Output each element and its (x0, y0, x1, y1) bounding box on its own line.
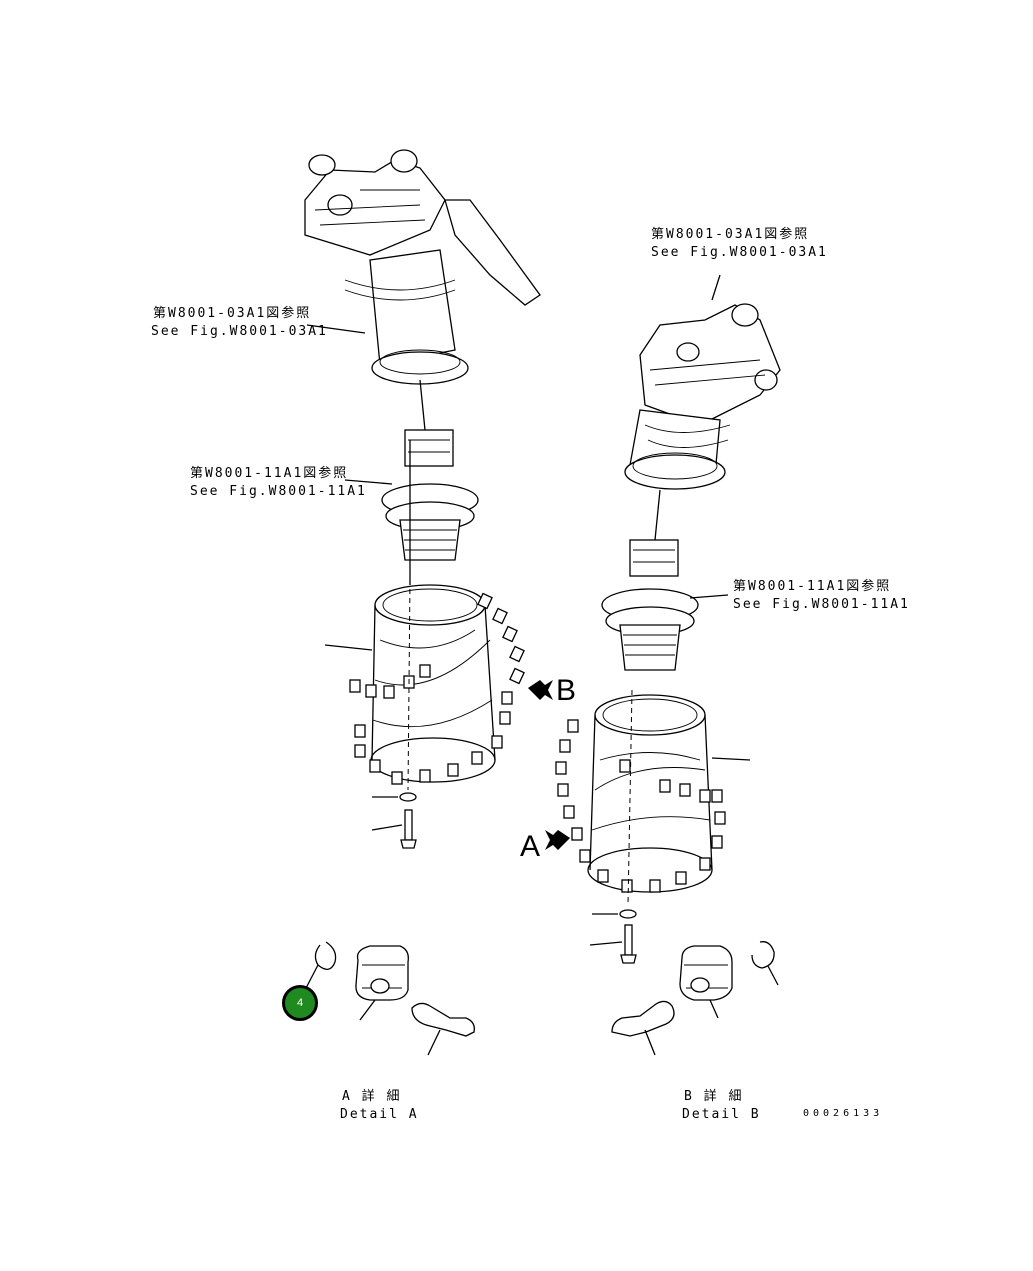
view-label-b: B (556, 674, 577, 707)
left-upper-ref-jp: 第W8001-03A1図参照 (153, 306, 312, 321)
left-motor-ref-en: See Fig.W8001-11A1 (190, 484, 367, 499)
right-upper-bracket (624, 303, 781, 490)
right-motor-ref-en: See Fig.W8001-11A1 (733, 597, 910, 612)
detail-a-title-en: Detail A (340, 1107, 419, 1122)
right-auger-teeth (555, 719, 726, 893)
left-upper-leader (306, 324, 366, 334)
detail-a-title-jp: A 詳 細 (342, 1089, 402, 1104)
view-arrow-b (528, 680, 553, 700)
right-auger-bucket (587, 694, 713, 893)
left-motor-leader (344, 479, 393, 485)
detail-b-title-en: Detail B (682, 1107, 761, 1122)
detail-b-title-jp: B 詳 細 (684, 1089, 744, 1104)
right-upper-ref-en: See Fig.W8001-03A1 (651, 245, 828, 260)
left-upper-ref-en: See Fig.W8001-03A1 (151, 324, 328, 339)
right-motor-leader (689, 594, 729, 599)
right-motor-ref-jp: 第W8001-11A1図参照 (733, 579, 892, 594)
view-arrow-a (545, 830, 570, 850)
left-motor-ref-jp: 第W8001-11A1図参照 (190, 466, 349, 481)
right-washer-bolt (589, 757, 751, 964)
right-upper-leader (711, 274, 721, 301)
detail-b-parts (611, 941, 779, 1056)
drawing-number: 00026133 (803, 1108, 884, 1119)
left-motor (381, 379, 479, 561)
detail-a-parts (304, 941, 475, 1056)
view-label-a: A (520, 830, 541, 863)
left-upper-bracket (304, 149, 541, 385)
left-washer-bolt (324, 644, 417, 849)
left-auger-teeth (349, 592, 525, 785)
part-callout-4[interactable]: 4 (282, 985, 318, 1021)
right-upper-ref-jp: 第W8001-03A1図参照 (651, 227, 810, 242)
right-motor (601, 489, 699, 671)
